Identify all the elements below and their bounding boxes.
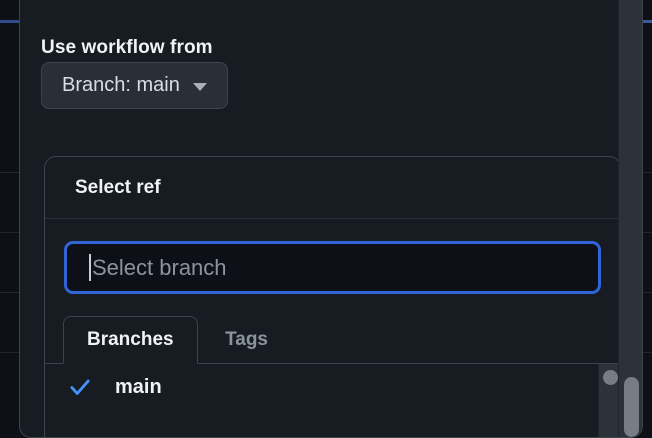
branch-list-scrollbar[interactable] <box>598 364 620 437</box>
branch-search-input[interactable]: Select branch <box>64 241 601 294</box>
dialog-scrollbar-thumb[interactable] <box>624 377 639 437</box>
tab-underline <box>45 363 620 364</box>
branch-list-scrollbar-thumb[interactable] <box>603 370 618 385</box>
run-workflow-dialog: Use workflow from Branch: main Select re… <box>19 0 643 438</box>
branch-list: main <box>45 364 620 437</box>
select-ref-title: Select ref <box>75 176 161 198</box>
tab-branches[interactable]: Branches <box>63 316 198 364</box>
use-workflow-from-label: Use workflow from <box>41 37 213 58</box>
branch-search-placeholder: Select branch <box>92 254 227 280</box>
list-item[interactable]: main <box>45 364 620 410</box>
ref-tab-list: Branches Tags <box>45 316 620 364</box>
branch-selector-button[interactable]: Branch: main <box>41 62 228 109</box>
check-icon <box>70 379 90 395</box>
select-ref-popover: Select ref Select branch Branches Tags <box>44 156 621 437</box>
chevron-down-icon <box>192 83 207 91</box>
backdrop-accent-left <box>0 20 20 23</box>
list-item-label: main <box>115 375 162 398</box>
branch-selector-label: Branch: main <box>62 74 180 96</box>
tab-tags[interactable]: Tags <box>225 329 268 350</box>
select-ref-search-wrap: Select branch <box>45 219 620 294</box>
dialog-body: Use workflow from Branch: main Select re… <box>20 0 642 437</box>
select-ref-header: Select ref <box>45 157 620 219</box>
backdrop-accent-right <box>642 20 652 23</box>
dialog-scrollbar[interactable] <box>618 0 642 437</box>
text-cursor <box>89 254 91 281</box>
